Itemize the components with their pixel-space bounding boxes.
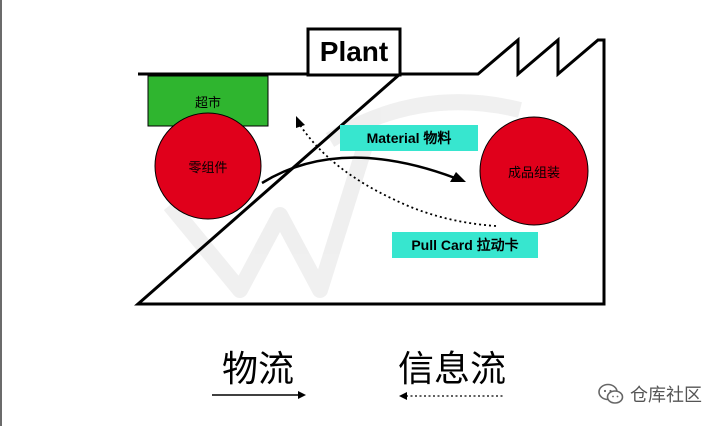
left-border: [0, 0, 2, 426]
supermarket-label: 超市: [194, 95, 221, 111]
plant-title: Plant: [319, 36, 389, 67]
material-flow-arrowhead: [450, 172, 466, 182]
legend-info-label: 信息流: [398, 349, 507, 390]
pull-card-arrowhead: [296, 116, 305, 128]
assembly-circle: [479, 116, 589, 226]
brand-watermark: 仓库社区: [598, 381, 702, 407]
factory-outline: [134, 36, 606, 306]
brand-label: 仓库社区: [630, 385, 702, 406]
legend-material-arrowhead: [298, 391, 306, 399]
pull-card-flow: [299, 124, 497, 227]
wechat-icon: [598, 383, 624, 404]
assembly-label: 成品组装: [507, 165, 560, 181]
legend-info-arrowhead: [399, 392, 407, 400]
supermarket-box: [147, 75, 269, 127]
plant-sign: [306, 27, 402, 77]
material-tag: Material 物料: [340, 125, 478, 151]
pull-card-tag: Pull Card 拉动卡: [392, 232, 538, 258]
parts-circle: [154, 112, 262, 220]
parts-label: 零组件: [188, 160, 228, 176]
material-flow-arrow: [261, 156, 456, 185]
legend-material-label: 物流: [222, 349, 295, 390]
